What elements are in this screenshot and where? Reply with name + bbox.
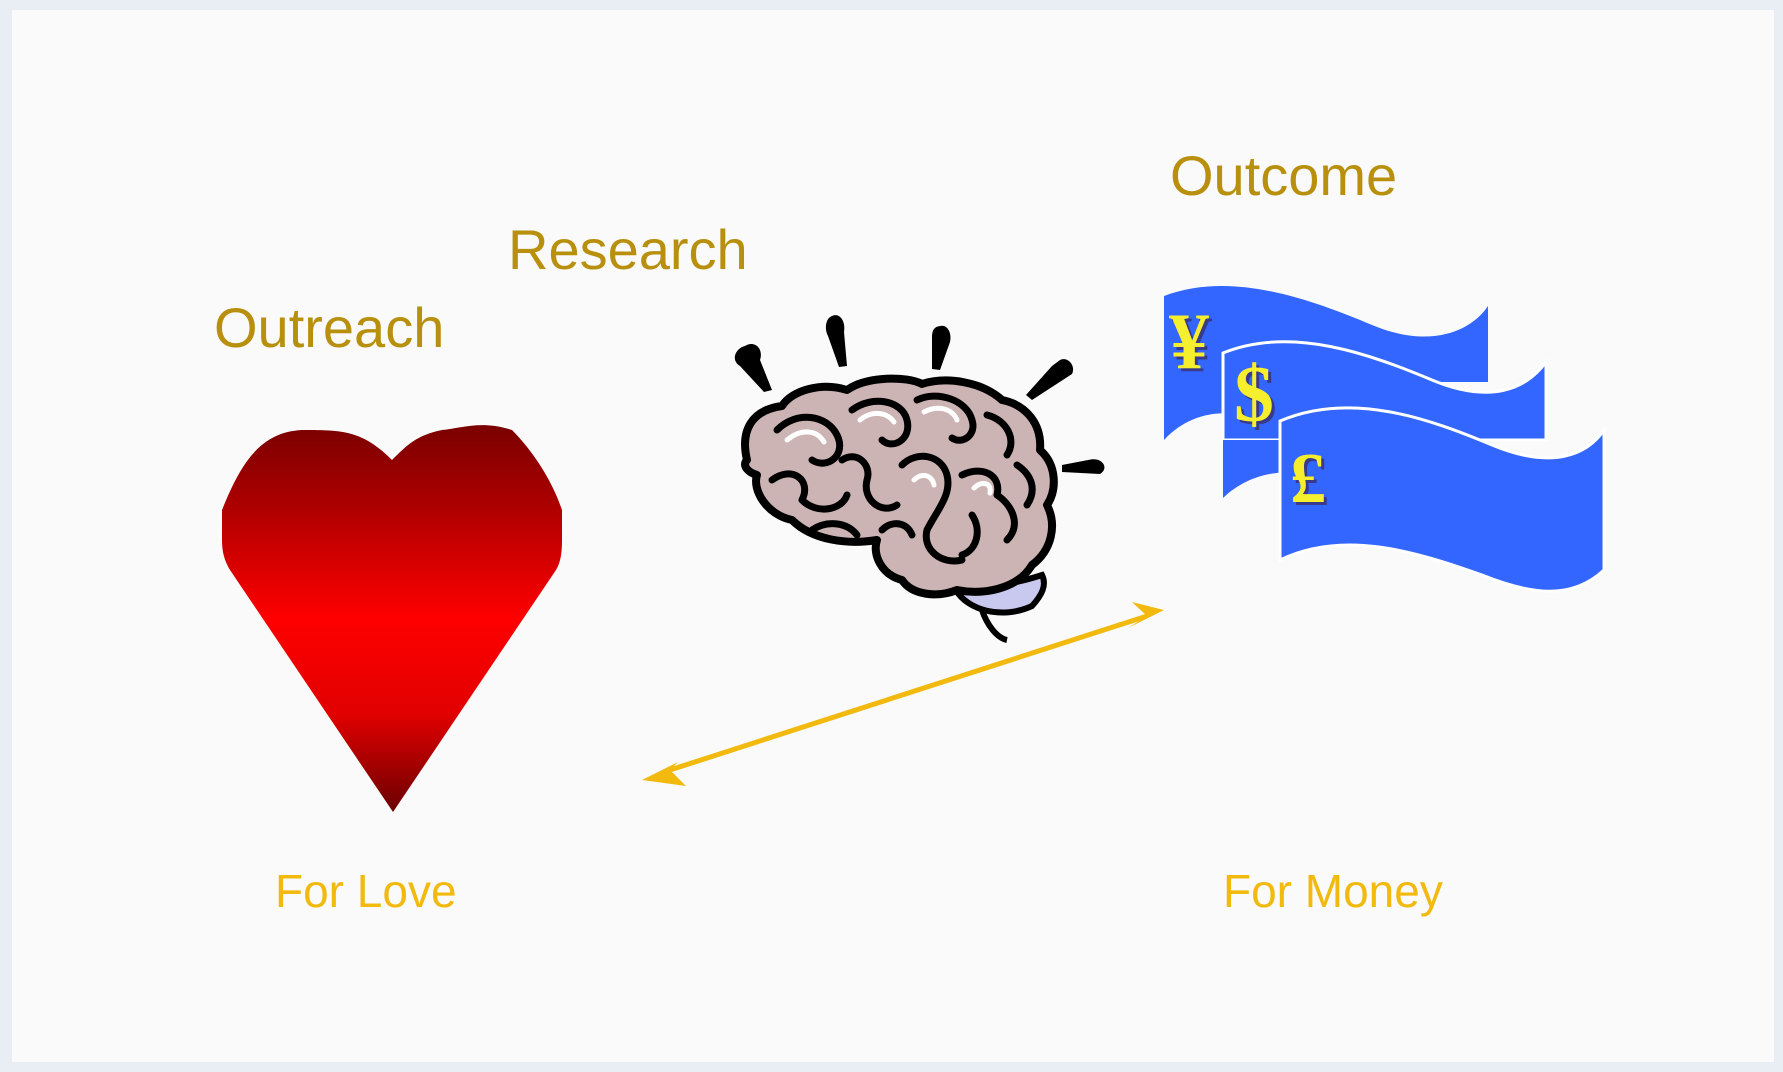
double-arrow-icon — [642, 602, 1164, 786]
slide: ¥ $ £ Outreach Research Outcome For Love… — [12, 10, 1774, 1062]
outcome-label: Outcome — [1170, 144, 1398, 207]
pound-symbol: £ — [1290, 438, 1326, 518]
banknotes-icon — [1164, 285, 1606, 593]
diagram-canvas — [222, 285, 1606, 812]
dollar-symbol: $ — [1234, 351, 1274, 439]
heart-icon — [222, 425, 562, 812]
for-love-label: For Love — [275, 865, 457, 917]
research-label: Research — [508, 218, 748, 281]
outreach-label: Outreach — [214, 296, 445, 359]
brain-icon — [734, 315, 1105, 643]
yen-symbol: ¥ — [1169, 298, 1209, 386]
for-money-label: For Money — [1223, 865, 1443, 917]
